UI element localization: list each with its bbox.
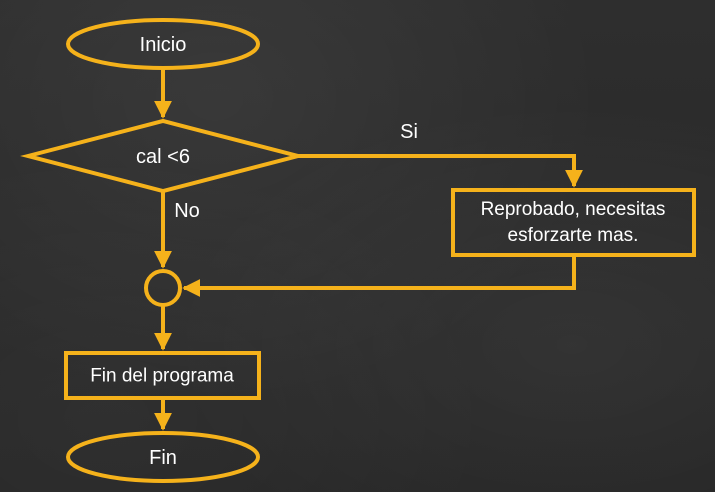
fail-process-line2: esforzarte mas. xyxy=(507,225,639,246)
arrow-yes-branch xyxy=(298,154,583,188)
arrow-fail-to-connector xyxy=(182,255,576,297)
end-label: Fin xyxy=(149,447,177,469)
end-process-label: Fin del programa xyxy=(90,365,234,387)
no-edge-label: No xyxy=(174,200,200,222)
yes-edge-label: Si xyxy=(400,121,418,143)
end-terminator xyxy=(66,431,260,483)
fail-process-label: Reprobado, necesitas esforzarte mas. xyxy=(458,197,688,249)
fail-process-line1: Reprobado, necesitas xyxy=(480,199,666,220)
decision-label: cal <6 xyxy=(136,146,190,168)
start-label: Inicio xyxy=(139,34,187,56)
connector-circle xyxy=(144,269,182,307)
